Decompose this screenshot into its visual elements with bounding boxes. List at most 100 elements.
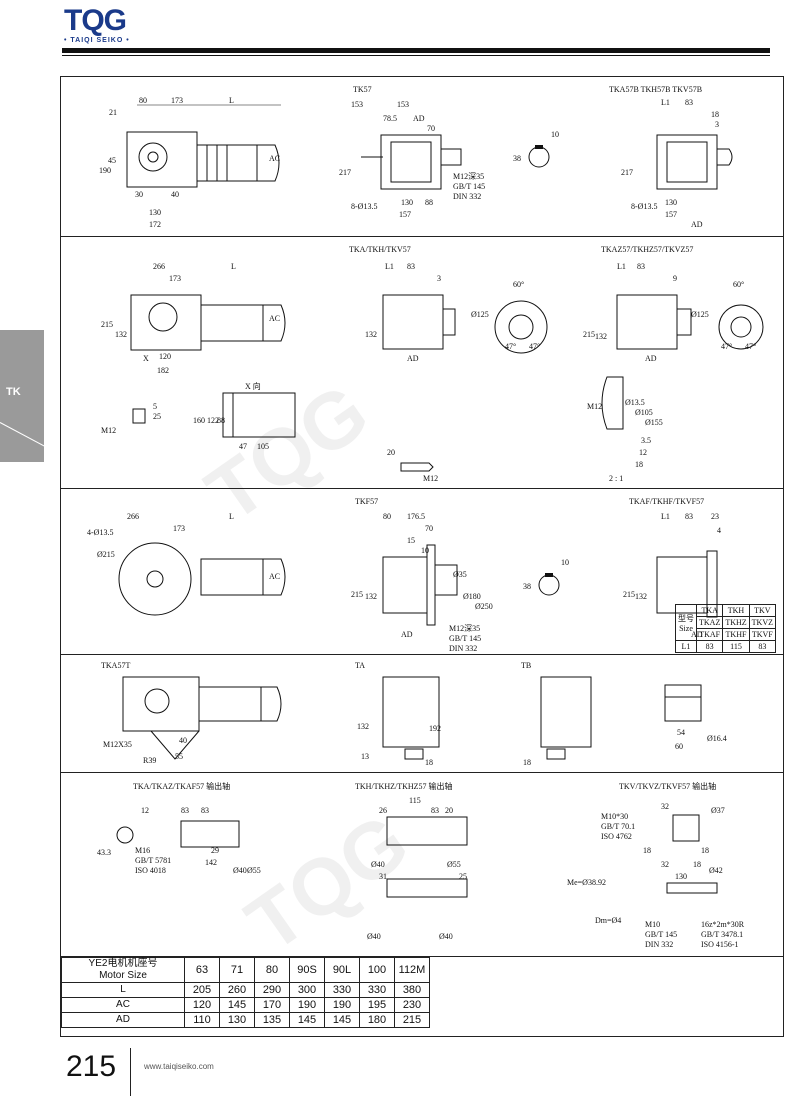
cell: 330 <box>324 982 360 998</box>
svg-text:130: 130 <box>149 208 161 217</box>
cell: 135 <box>254 1012 290 1028</box>
svg-text:130: 130 <box>665 198 677 207</box>
svg-text:80: 80 <box>383 512 391 521</box>
size-header: 型号 <box>678 613 694 623</box>
motor-size: 80 <box>254 957 290 983</box>
cell: 110 <box>184 1012 220 1028</box>
svg-text:38: 38 <box>523 582 531 591</box>
svg-text:R39: R39 <box>143 756 156 765</box>
svg-text:Ø35: Ø35 <box>453 570 467 579</box>
svg-text:Ø155: Ø155 <box>645 418 663 427</box>
svg-text:83: 83 <box>637 262 645 271</box>
svg-text:10: 10 <box>551 130 559 139</box>
cell: 190 <box>289 997 325 1013</box>
cell: 195 <box>359 997 395 1013</box>
svg-text:M12X35: M12X35 <box>103 740 132 749</box>
svg-text:83: 83 <box>685 98 693 107</box>
cell: 260 <box>219 982 255 998</box>
svg-text:18: 18 <box>701 846 709 855</box>
row-label: AD <box>61 1012 185 1028</box>
svg-text:AD: AD <box>645 354 657 363</box>
svg-text:GB/T 5781: GB/T 5781 <box>135 856 171 865</box>
svg-text:54: 54 <box>677 728 685 737</box>
svg-text:ISO 4156-1: ISO 4156-1 <box>701 940 739 949</box>
motor-size: 90S <box>289 957 325 983</box>
svg-text:4: 4 <box>717 526 721 535</box>
svg-text:AD: AD <box>413 114 425 123</box>
motor-size: 63 <box>184 957 220 983</box>
svg-text:130: 130 <box>675 872 687 881</box>
svg-text:32: 32 <box>661 860 669 869</box>
svg-text:32: 32 <box>661 802 669 811</box>
row-label: AC <box>61 997 185 1013</box>
svg-text:8-Ø13.5: 8-Ø13.5 <box>631 202 657 211</box>
svg-text:AD: AD <box>401 630 413 639</box>
svg-text:215: 215 <box>623 590 635 599</box>
svg-text:70: 70 <box>427 124 435 133</box>
svg-text:23: 23 <box>711 512 719 521</box>
svg-text:70: 70 <box>425 524 433 533</box>
svg-text:Dm=Ø4: Dm=Ø4 <box>595 916 621 925</box>
svg-text:38: 38 <box>513 154 521 163</box>
svg-text:Me=Ø38.92: Me=Ø38.92 <box>567 878 606 887</box>
svg-text:DIN 332: DIN 332 <box>453 192 481 201</box>
view-title: TKH/TKHZ/TKHZ57 输出轴 <box>355 782 453 791</box>
cell: 205 <box>184 982 220 998</box>
svg-text:M12: M12 <box>423 474 438 483</box>
svg-text:L: L <box>231 262 236 271</box>
view-title: TKF57 <box>355 497 379 506</box>
svg-text:12: 12 <box>141 806 149 815</box>
cell: 300 <box>289 982 325 998</box>
svg-text:153: 153 <box>351 100 363 109</box>
svg-text:47°: 47° <box>529 342 540 351</box>
svg-text:AC: AC <box>269 572 280 581</box>
svg-text:132: 132 <box>365 330 377 339</box>
svg-text:Ø55: Ø55 <box>447 860 461 869</box>
svg-text:88: 88 <box>217 416 225 425</box>
svg-text:L1: L1 <box>385 262 394 271</box>
svg-text:18: 18 <box>693 860 701 869</box>
side-tab: TK <box>0 330 54 462</box>
svg-text:173: 173 <box>171 96 183 105</box>
svg-text:173: 173 <box>169 274 181 283</box>
logo-mark: TQG <box>64 4 127 37</box>
section-row5: TKA/TKAZ/TKAF57 输出轴 TKH/TKHZ/TKHZ57 输出轴 … <box>61 773 783 957</box>
svg-text:47: 47 <box>239 442 247 451</box>
svg-text:40: 40 <box>179 736 187 745</box>
svg-text:266: 266 <box>153 262 165 271</box>
svg-text:29: 29 <box>211 846 219 855</box>
svg-text:M12深35: M12深35 <box>449 624 480 633</box>
svg-text:Ø250: Ø250 <box>475 602 493 611</box>
svg-text:60°: 60° <box>733 280 744 289</box>
cell: 380 <box>394 982 430 998</box>
footer-divider <box>130 1048 131 1096</box>
svg-text:25: 25 <box>459 872 467 881</box>
svg-text:Ø180: Ø180 <box>463 592 481 601</box>
header-rule-thin <box>62 55 770 56</box>
svg-text:266: 266 <box>127 512 139 521</box>
svg-text:Ø125: Ø125 <box>471 310 489 319</box>
motor-size: 90L <box>324 957 360 983</box>
svg-text:Ø40: Ø40 <box>233 866 247 875</box>
svg-text:130: 130 <box>401 198 413 207</box>
svg-text:ISO 4762: ISO 4762 <box>601 832 632 841</box>
view-title: TKAZ57/TKHZ57/TKVZ57 <box>601 245 694 254</box>
svg-text:157: 157 <box>665 210 677 219</box>
svg-text:AD: AD <box>691 220 703 229</box>
svg-text:AD: AD <box>691 630 703 639</box>
svg-text:18: 18 <box>643 846 651 855</box>
svg-text:Ø105: Ø105 <box>635 408 653 417</box>
size-value: 83 <box>748 640 776 653</box>
svg-text:5: 5 <box>153 402 157 411</box>
svg-text:GB/T 70.1: GB/T 70.1 <box>601 822 635 831</box>
view-title: TKA57B TKH57B TKV57B <box>609 85 703 94</box>
svg-text:10: 10 <box>421 546 429 555</box>
svg-text:18: 18 <box>523 758 531 767</box>
view-title: TKA/TKAZ/TKAF57 输出轴 <box>133 782 231 791</box>
svg-text:132: 132 <box>595 332 607 341</box>
svg-text:L1: L1 <box>661 98 670 107</box>
svg-text:122: 122 <box>207 416 219 425</box>
view-title: TK57 <box>353 85 372 94</box>
